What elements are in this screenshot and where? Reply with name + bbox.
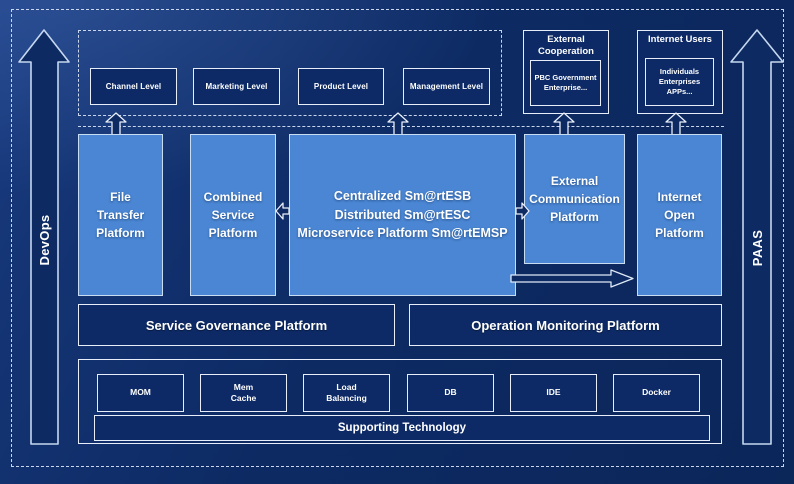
tech-box-mem-cache: Mem Cache <box>200 374 287 412</box>
platform-internet-open: Internet Open Platform <box>637 134 722 296</box>
internet-users-title: Internet Users <box>648 34 712 45</box>
supporting-technology-bar: Supporting Technology <box>94 415 710 441</box>
level-box-channel: Channel Level <box>90 68 177 105</box>
level-box-marketing: Marketing Level <box>193 68 280 105</box>
up-arrow-external-communication-icon <box>553 112 575 136</box>
service-governance-label: Service Governance Platform <box>145 317 328 333</box>
tech-box-db: DB <box>407 374 494 412</box>
level-label: Product Level <box>313 82 369 91</box>
tech-box-docker: Docker <box>613 374 700 412</box>
external-cooperation-members: PBC Government Enterprise... <box>530 60 601 106</box>
internet-users-box: Internet Users Individuals Enterprises A… <box>637 30 723 114</box>
external-cooperation-box: External Cooperation PBC Government Ente… <box>523 30 609 114</box>
left-arrow-icon <box>275 202 290 220</box>
level-label: Marketing Level <box>205 82 268 91</box>
level-box-product: Product Level <box>298 68 384 105</box>
levels-dashed-container <box>78 30 502 116</box>
tech-box-load-balancing: Load Balancing <box>303 374 390 412</box>
outer-dashed-border <box>11 9 784 467</box>
devops-up-arrow-icon <box>18 29 70 445</box>
platform-file-transfer: File Transfer Platform <box>78 134 163 296</box>
operation-monitoring-label: Operation Monitoring Platform <box>471 317 660 333</box>
level-label: Channel Level <box>105 82 162 91</box>
internet-users-members: Individuals Enterprises APPs... <box>645 58 714 106</box>
tech-label: MOM <box>130 387 151 398</box>
supporting-technology-container <box>78 359 722 444</box>
platform-combined-service: Combined Service Platform <box>190 134 276 296</box>
tech-label: Docker <box>642 387 671 398</box>
tech-label: Mem Cache <box>230 381 257 403</box>
up-arrow-file-transfer-icon <box>105 112 127 136</box>
level-box-management: Management Level <box>403 68 490 105</box>
tech-box-ide: IDE <box>510 374 597 412</box>
flow-arrow-to-internet-open-icon <box>510 269 634 288</box>
supporting-technology-label: Supporting Technology <box>337 422 467 434</box>
tech-label: DB <box>444 387 457 398</box>
platform-central-esb: Centralized Sm@rtESB Distributed Sm@rtES… <box>289 134 516 296</box>
operation-monitoring-platform: Operation Monitoring Platform <box>409 304 722 346</box>
external-cooperation-title: External Cooperation <box>538 34 594 57</box>
level-label: Management Level <box>409 82 484 91</box>
tech-label: Load Balancing <box>326 381 367 403</box>
tech-box-mom: MOM <box>97 374 184 412</box>
devops-label: DevOps <box>36 214 52 266</box>
paas-up-arrow-icon <box>730 29 784 445</box>
paas-label: PAAS <box>749 229 765 267</box>
service-governance-platform: Service Governance Platform <box>78 304 395 346</box>
right-arrow-icon <box>515 202 530 220</box>
platform-external-communication: External Communication Platform <box>524 134 625 264</box>
up-arrow-central-icon <box>387 112 409 136</box>
tech-label: IDE <box>546 387 561 398</box>
up-arrow-internet-open-icon <box>665 112 687 136</box>
